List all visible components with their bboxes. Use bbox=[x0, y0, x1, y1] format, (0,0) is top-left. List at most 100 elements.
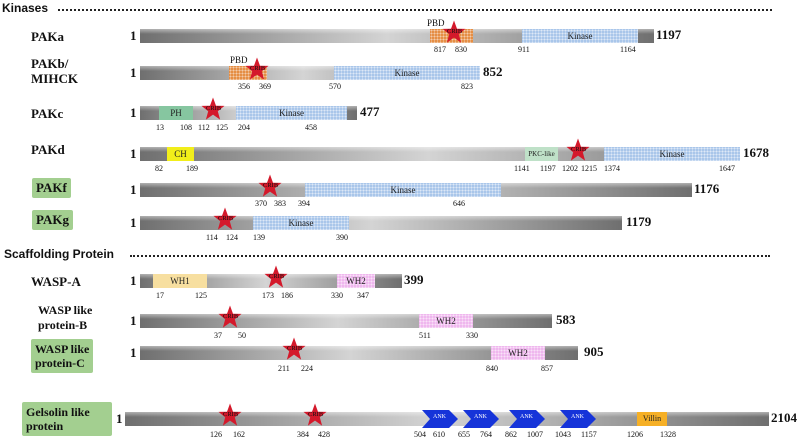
residue-number: 173 bbox=[262, 291, 274, 300]
residue-number: 511 bbox=[419, 331, 431, 340]
crib-star-icon bbox=[218, 403, 242, 426]
residue-number: 204 bbox=[238, 123, 250, 132]
residue-number: 114 bbox=[206, 233, 218, 242]
residue-number: 1043 bbox=[555, 430, 571, 439]
residue-number: 211 bbox=[278, 364, 290, 373]
residue-number: 1374 bbox=[604, 164, 620, 173]
residue-number: 139 bbox=[253, 233, 265, 242]
crib-label: CRIB bbox=[218, 215, 234, 222]
ankyrin-label: ANK bbox=[571, 414, 584, 420]
start-residue: 1 bbox=[130, 182, 137, 197]
crib-star-icon bbox=[442, 20, 466, 43]
crib-star-icon bbox=[282, 337, 306, 360]
residue-number: 347 bbox=[357, 291, 369, 300]
residue-number: 646 bbox=[453, 199, 465, 208]
protein-bar bbox=[140, 314, 552, 328]
crib-star-icon bbox=[245, 57, 269, 80]
start-residue: 1 bbox=[130, 215, 137, 230]
start-residue: 1 bbox=[130, 146, 137, 161]
pbd-label: PBD bbox=[230, 55, 248, 65]
residue-number: 655 bbox=[458, 430, 470, 439]
residue-number: 1164 bbox=[620, 45, 636, 54]
protein-length: 477 bbox=[360, 104, 380, 119]
protein-length: 1176 bbox=[694, 181, 720, 196]
residue-number: 370 bbox=[255, 199, 267, 208]
start-residue: 1 bbox=[130, 28, 137, 43]
ankyrin-label: ANK bbox=[474, 414, 487, 420]
kinase-domain: Kinase bbox=[604, 147, 740, 161]
protein-length: 905 bbox=[584, 344, 604, 359]
crib-star-icon bbox=[264, 265, 288, 288]
residue-number: 840 bbox=[486, 364, 498, 373]
protein-name-box: Gelsolin like protein bbox=[22, 402, 112, 436]
start-residue: 1 bbox=[130, 345, 137, 360]
protein-name: WASP-A bbox=[31, 274, 81, 289]
crib-label: CRIB bbox=[571, 146, 587, 153]
residue-number: 108 bbox=[180, 123, 192, 132]
ankyrin-repeat-icon bbox=[560, 410, 596, 428]
residue-number: 126 bbox=[210, 430, 222, 439]
section-divider bbox=[130, 255, 770, 257]
protein-bar bbox=[140, 147, 740, 161]
residue-number: 1206 bbox=[627, 430, 643, 439]
residue-number: 764 bbox=[480, 430, 492, 439]
crib-label: CRIB bbox=[250, 65, 266, 72]
residue-number: 458 bbox=[305, 123, 317, 132]
residue-number: 823 bbox=[461, 82, 473, 91]
residue-number: 1328 bbox=[660, 430, 676, 439]
start-residue: 1 bbox=[130, 65, 137, 80]
crib-star-icon bbox=[218, 305, 242, 328]
residue-number: 1202 bbox=[562, 164, 578, 173]
section-title-scaffolding: Scaffolding Protein bbox=[4, 247, 115, 261]
residue-number: 1647 bbox=[719, 164, 735, 173]
ankyrin-repeat-icon bbox=[463, 410, 499, 428]
crib-star-icon bbox=[213, 207, 237, 230]
residue-number: 224 bbox=[301, 364, 313, 373]
start-residue: 1 bbox=[116, 411, 123, 426]
residue-number: 1215 bbox=[581, 164, 597, 173]
pkc-like-domain: PKC-like bbox=[525, 147, 558, 161]
protein-length: 399 bbox=[404, 272, 424, 287]
residue-number: 356 bbox=[238, 82, 250, 91]
start-residue: 1 bbox=[130, 105, 137, 120]
residue-number: 369 bbox=[259, 82, 271, 91]
residue-number: 383 bbox=[274, 199, 286, 208]
residue-number: 37 bbox=[214, 331, 222, 340]
kinase-domain: Kinase bbox=[236, 106, 347, 120]
crib-label: CRIB bbox=[308, 411, 324, 418]
protein-name: PAKd bbox=[31, 142, 65, 157]
residue-number: 162 bbox=[233, 430, 245, 439]
residue-number: 82 bbox=[155, 164, 163, 173]
crib-star-icon bbox=[566, 138, 590, 161]
residue-number: 330 bbox=[466, 331, 478, 340]
residue-number: 50 bbox=[238, 331, 246, 340]
residue-number: 384 bbox=[297, 430, 309, 439]
protein-name: WASP like bbox=[38, 303, 93, 317]
residue-number: 330 bbox=[331, 291, 343, 300]
crib-label: CRIB bbox=[263, 182, 279, 189]
residue-number: 124 bbox=[226, 233, 238, 242]
ch-domain: CH bbox=[167, 147, 194, 161]
kinase-domain: Kinase bbox=[305, 183, 501, 197]
residue-number: 125 bbox=[195, 291, 207, 300]
residue-number: 911 bbox=[518, 45, 530, 54]
protein-name-box: WASP like protein-C bbox=[31, 339, 94, 373]
protein-name: Gelsolin like bbox=[26, 405, 90, 419]
crib-label: CRIB bbox=[223, 313, 239, 320]
protein-length: 852 bbox=[483, 64, 503, 79]
crib-label: CRIB bbox=[206, 105, 222, 112]
protein-name: WASP like bbox=[35, 342, 90, 356]
protein-name-line2: protein-C bbox=[35, 356, 85, 370]
protein-name: PAKc bbox=[31, 106, 64, 121]
residue-number: 428 bbox=[318, 430, 330, 439]
crib-star-icon bbox=[258, 174, 282, 197]
protein-length: 2104 bbox=[771, 410, 797, 425]
crib-label: CRIB bbox=[287, 345, 303, 352]
ankyrin-repeat-icon bbox=[509, 410, 545, 428]
wh2-domain: WH2 bbox=[419, 314, 473, 328]
crib-label: CRIB bbox=[223, 411, 239, 418]
residue-number: 1197 bbox=[540, 164, 556, 173]
start-residue: 1 bbox=[130, 313, 137, 328]
kinase-domain: Kinase bbox=[253, 216, 349, 230]
